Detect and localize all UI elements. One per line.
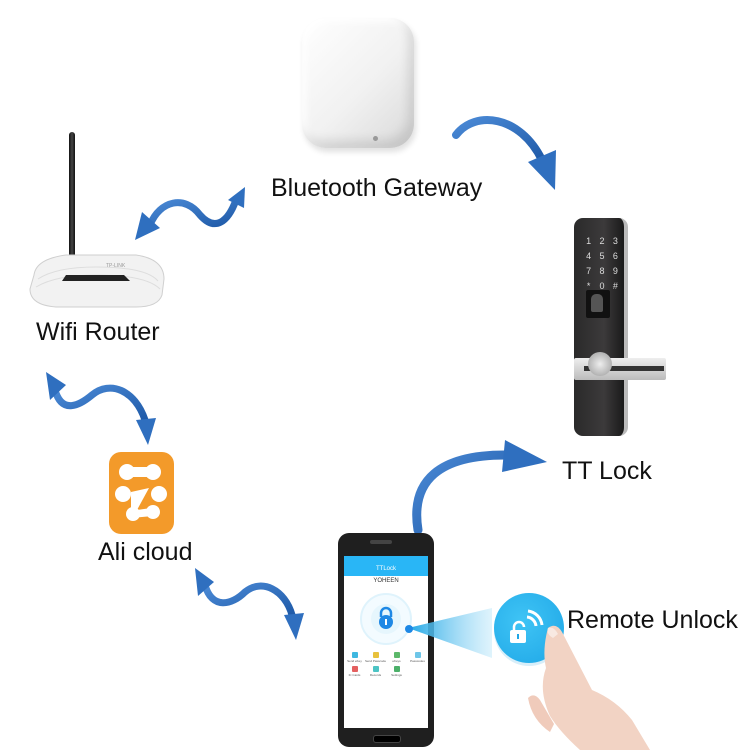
send-ekey-icon <box>351 652 358 658</box>
arrow-router-gateway <box>135 187 245 240</box>
key: 7 <box>586 266 592 276</box>
router-label: Wifi Router <box>36 318 160 346</box>
menu-item-records[interactable]: Records <box>365 666 386 677</box>
key: 1 <box>586 236 592 246</box>
fingerprint-pad <box>591 294 603 312</box>
wifi-lock-icon <box>510 609 544 643</box>
app-user-name: YOHEEN <box>373 578 399 584</box>
menu-item-ic-cards[interactable]: IC Cards <box>344 666 365 677</box>
router-brand: TP-LINK <box>106 263 126 269</box>
router-antenna <box>69 132 75 262</box>
arrow-router-cloud <box>46 372 156 445</box>
settings-icon <box>393 666 400 672</box>
handle-base <box>588 352 612 376</box>
menu-item-send-ekey[interactable]: Send eKey <box>344 652 365 663</box>
lock-label: TT Lock <box>562 457 652 485</box>
menu-item-passcodes[interactable]: Passcodes <box>407 652 428 663</box>
arrow-cloud-phone <box>195 568 304 640</box>
key: 3 <box>612 236 618 246</box>
bluetooth-gateway-device <box>302 18 414 148</box>
lock-keypad: 1 2 3 4 5 6 7 8 9 * 0 # <box>582 236 622 291</box>
gateway-label: Bluetooth Gateway <box>271 174 483 202</box>
ali-cloud-logo-icon <box>109 452 174 534</box>
cloud-label: Ali cloud <box>98 538 193 566</box>
remote-unlock-label: Remote Unlock <box>567 606 738 634</box>
key: 6 <box>612 251 618 261</box>
handle-slot <box>584 366 664 371</box>
arrow-gateway-lock <box>452 116 556 190</box>
arrow-phone-lock <box>412 440 547 535</box>
phone-home-button[interactable] <box>373 735 401 743</box>
signal-beam <box>405 608 492 658</box>
gateway-led-icon <box>373 136 378 141</box>
smart-lock-device <box>574 218 628 436</box>
app-menu-grid: Send eKey Send Passcode eKeys Passcodes … <box>344 652 428 677</box>
key: 8 <box>599 266 605 276</box>
menu-item-settings[interactable]: Settings <box>386 666 407 677</box>
key: * <box>586 281 591 291</box>
key: # <box>612 281 618 291</box>
padlock-icon[interactable] <box>376 606 396 630</box>
records-icon <box>372 666 379 672</box>
menu-item-send-passcode[interactable]: Send Passcode <box>365 652 386 663</box>
ic-cards-icon <box>351 666 358 672</box>
key: 0 <box>599 281 605 291</box>
phone-speaker <box>370 540 392 544</box>
key: 2 <box>599 236 605 246</box>
ekeys-icon <box>393 652 400 658</box>
app-title-bar: TTLock <box>344 556 428 576</box>
wifi-router-icon: TP-LINK <box>29 254 165 308</box>
key: 4 <box>586 251 592 261</box>
key: 9 <box>612 266 618 276</box>
send-passcode-icon <box>372 652 379 658</box>
key: 5 <box>599 251 605 261</box>
menu-item-ekeys[interactable]: eKeys <box>386 652 407 663</box>
passcodes-icon <box>414 652 421 658</box>
pointing-hand-icon <box>528 625 650 750</box>
